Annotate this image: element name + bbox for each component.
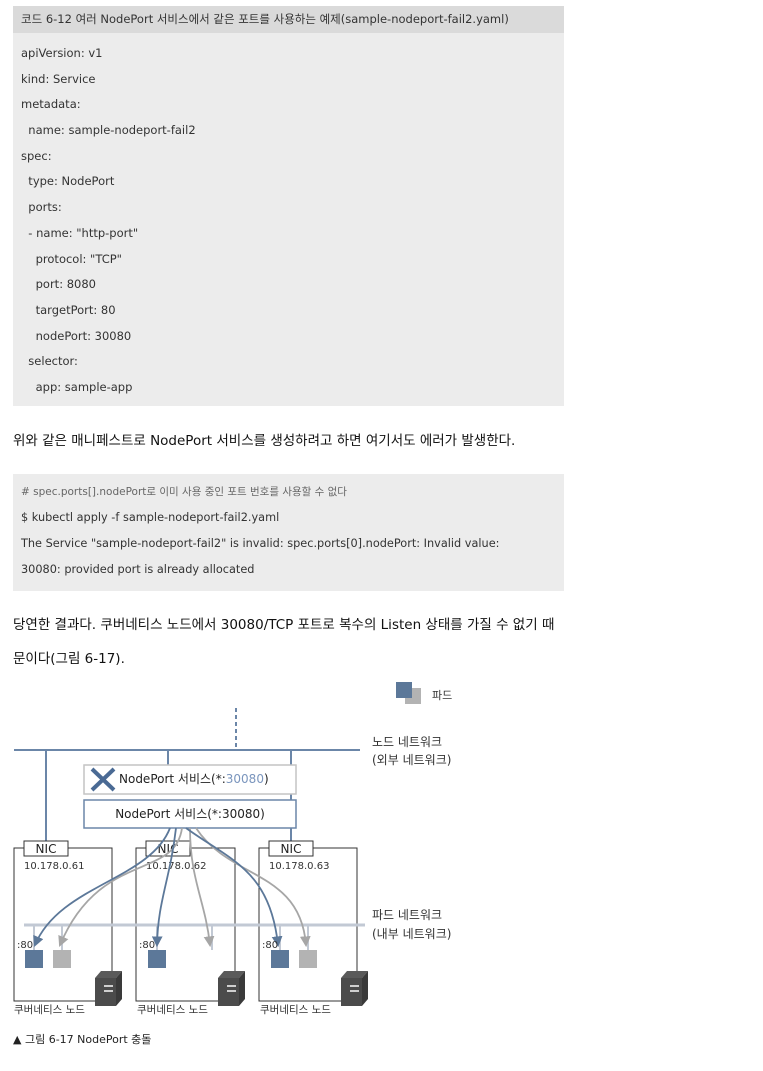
node-ip-3: 10.178.0.63 <box>269 861 329 872</box>
pod-port-label-1: :80 <box>17 940 33 951</box>
code-line: name: sample-nodeport-fail2 <box>21 123 196 138</box>
node-network-label: 노드 네트워크 <box>372 735 442 749</box>
traffic-arrow-blue-1 <box>33 827 171 947</box>
paragraph-manifest-error: 위와 같은 매니페스트로 NodePort 서비스를 생성하려고 하면 여기서도… <box>13 433 516 449</box>
pod-blue-3 <box>271 950 289 968</box>
pod-gray-1 <box>53 950 71 968</box>
code-line: apiVersion: v1 <box>21 46 103 60</box>
code-line: app: sample-app <box>21 379 133 394</box>
close-icon <box>90 767 116 792</box>
terminal-line: The Service "sample-nodeport-fail2" is i… <box>21 537 500 550</box>
code-line: ports: <box>21 200 62 215</box>
nic-label-1: NIC <box>36 842 57 856</box>
code-line: spec: <box>21 148 52 163</box>
pod-blue-2 <box>148 950 166 968</box>
traffic-arrow-blue-3 <box>185 827 283 948</box>
nodeport-conflict-diagram: 파드 노드 네트워크 (외부 네트워크) NodePort 서비스(*:3008… <box>13 682 452 1016</box>
pod-port-label-2: :80 <box>139 940 155 951</box>
traffic-arrow-gray-2 <box>189 827 215 948</box>
pod-network-sublabel: (내부 네트워크) <box>372 927 451 941</box>
code-line: kind: Service <box>21 71 96 86</box>
node-label-1: 쿠버네티스 노드 <box>14 1004 85 1016</box>
terminal-line: 30080: provided port is already allocate… <box>21 563 255 576</box>
pod-blue-1 <box>25 950 43 968</box>
server-icon <box>218 971 245 1006</box>
code-line: metadata: <box>21 97 81 112</box>
node-ip-2: 10.178.0.62 <box>146 861 206 872</box>
node-label-2: 쿠버네티스 노드 <box>137 1004 208 1016</box>
traffic-arrow-blue-2 <box>151 827 177 948</box>
node-ip-1: 10.178.0.61 <box>24 861 84 872</box>
legend-pod-icon <box>396 682 421 704</box>
paragraph-result-line-1: 당연한 결과다. 쿠버네티스 노드에서 30080/TCP 포트로 복수의 Li… <box>13 617 555 633</box>
code-line: - name: "http-port" <box>21 225 139 240</box>
code-line: protocol: "TCP" <box>21 251 122 266</box>
code-line: targetPort: 80 <box>21 302 116 317</box>
node-network-sublabel: (외부 네트워크) <box>372 753 451 767</box>
failed-service-label: NodePort 서비스(*:30080) <box>119 772 269 786</box>
pod-port-label-3: :80 <box>262 940 278 951</box>
code-lines: apiVersion: v1 kind: Service metadata: nam… <box>13 33 564 401</box>
nic-box-1 <box>23 840 69 857</box>
figure-caption: ▲ 그림 6-17 NodePort 충돌 <box>13 1033 152 1046</box>
failed-nodeport-service-box <box>83 764 297 795</box>
service-label: NodePort 서비스(*:30080) <box>115 807 265 821</box>
nodeport-service-box <box>83 799 297 829</box>
terminal-comment: # spec.ports[].nodePort로 이미 사용 중인 포트 번호를… <box>21 486 347 498</box>
server-icon <box>95 971 122 1006</box>
code-line: type: NodePort <box>21 174 115 189</box>
code-block-title: 코드 6-12 여러 NodePort 서비스에서 같은 포트를 사용하는 예제… <box>13 6 564 33</box>
pod-network-label: 파드 네트워크 <box>372 908 442 922</box>
legend-pod-label: 파드 <box>432 689 452 702</box>
terminal-block: # spec.ports[].nodePort로 이미 사용 중인 포트 번호를… <box>13 474 564 591</box>
code-line: selector: <box>21 354 78 369</box>
nic-box-3 <box>268 840 314 857</box>
nic-label-3: NIC <box>281 842 302 856</box>
code-line: port: 8080 <box>21 277 96 292</box>
server-icon <box>341 971 368 1006</box>
pod-gray-3 <box>299 950 317 968</box>
code-line: nodePort: 30080 <box>21 328 132 343</box>
terminal-lines: $ kubectl apply -f sample-nodeport-fail2… <box>13 505 564 583</box>
terminal-line: $ kubectl apply -f sample-nodeport-fail2… <box>21 511 280 524</box>
node-label-3: 쿠버네티스 노드 <box>260 1004 331 1016</box>
paragraph-result-line-2: 문이다(그림 6-17). <box>13 651 125 667</box>
traffic-arrow-gray-1 <box>58 827 183 947</box>
code-block-manifest: 코드 6-12 여러 NodePort 서비스에서 같은 포트를 사용하는 예제… <box>13 6 564 406</box>
